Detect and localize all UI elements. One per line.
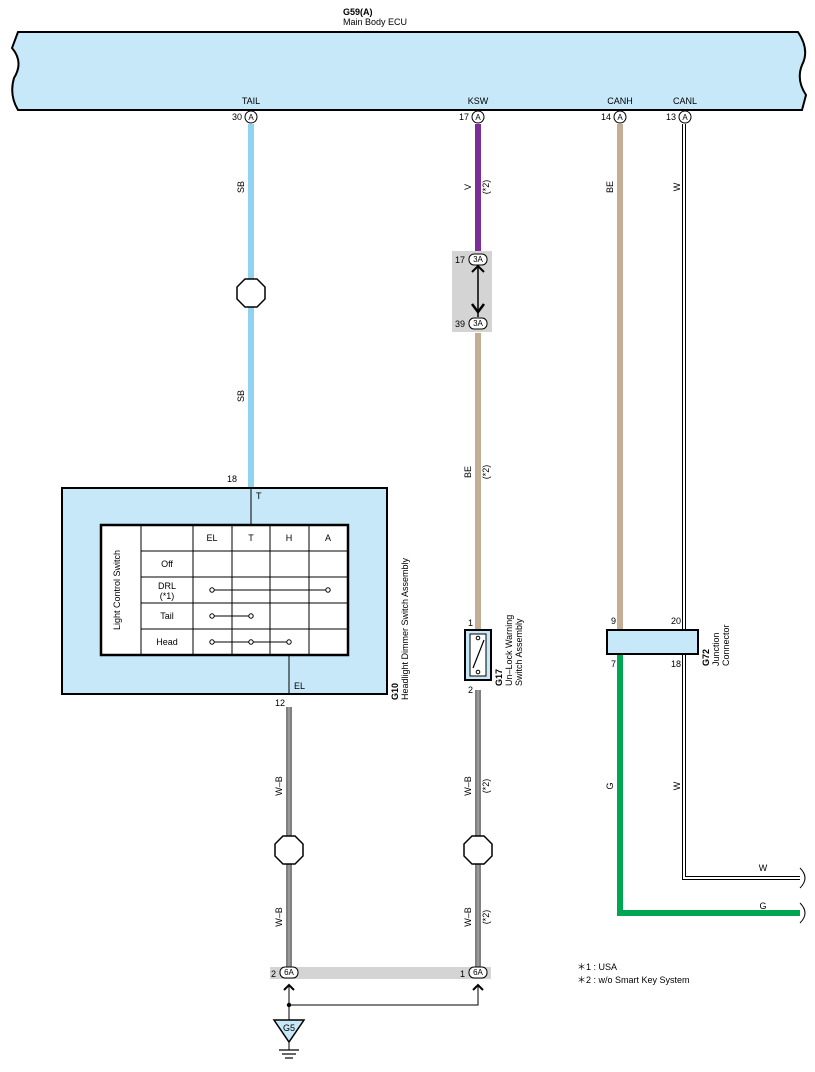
unlock-pin-top: 1 (468, 618, 473, 628)
wire-note-unlock-upper: (*2) (481, 779, 491, 794)
col-t: T (248, 533, 254, 543)
unlock-switch-code: G17 (494, 669, 504, 686)
ground-g5: G5 (272, 1019, 306, 1059)
wire-w-lower-core (683, 654, 800, 879)
ecu-signal-ksw: KSW (468, 96, 489, 106)
inline-connector-3a: 3A 17 3A 39 (452, 251, 492, 332)
svg-text:6A: 6A (284, 968, 294, 977)
ecu-name: Main Body ECU (343, 17, 407, 27)
ecu-pin-canl: A 13 (666, 110, 692, 124)
switch-table-title-line1: Light Control Switch (112, 550, 122, 630)
headlight-switch-code: G10 (390, 683, 400, 700)
ecu-code: G59(A) (343, 7, 373, 17)
svg-text:6A: 6A (473, 968, 483, 977)
junction-name-2: Connector (721, 624, 731, 666)
headlight-switch-name: Headlight Dimmer Switch Assembly (400, 557, 410, 700)
junction-name-1: Junction (711, 632, 721, 666)
junction-code: G72 (701, 649, 711, 666)
ground-connector-6a: 6A 2 6A 1 (270, 966, 491, 1020)
svg-text:A: A (475, 113, 481, 122)
unlock-warning-switch: 1 2 (464, 618, 492, 695)
svg-text:A: A (682, 113, 688, 122)
wire-break-g (799, 902, 806, 924)
terminal-t: T (256, 491, 262, 501)
wire-code-tail-lower: SB (236, 390, 246, 402)
splice-octagon-el (274, 835, 304, 865)
wire-code-el-upper: W–B (274, 776, 284, 796)
row-off: Off (161, 559, 173, 569)
wire-note-ksw-upper: (*2) (481, 180, 491, 195)
wire-code-canl: W (672, 182, 682, 191)
svg-text:14: 14 (601, 112, 611, 122)
svg-text:G5: G5 (283, 1023, 295, 1033)
row-drl: DRL (158, 581, 176, 591)
ecu-body (10, 31, 808, 111)
wire-code-w-out: W (759, 863, 768, 873)
ecu-signal-canl: CANL (673, 96, 697, 106)
unlock-switch-name-2: Switch Assembly (514, 618, 524, 686)
splice-octagon-tail (236, 278, 266, 308)
note-1: ＊1 : USA (577, 962, 617, 972)
wire-code-unlock-lower: W–B (463, 907, 473, 927)
wire-note-ksw-lower: (*2) (481, 465, 491, 480)
col-h: H (286, 533, 293, 543)
note-2: ＊2 : w/o Smart Key System (577, 975, 690, 985)
wire-g-lower (617, 654, 800, 916)
svg-text:A: A (617, 113, 623, 122)
wire-code-ksw-lower: BE (463, 466, 473, 478)
junction-pin-bl: 7 (611, 659, 616, 669)
ecu-pin-tail: A 30 (232, 110, 258, 124)
pin-el-number: 12 (275, 698, 285, 708)
wire-break-w (799, 867, 806, 889)
svg-text:13: 13 (666, 112, 676, 122)
wire-code-unlock-upper: W–B (463, 776, 473, 796)
svg-text:A: A (248, 113, 254, 122)
junction-pin-br: 18 (671, 659, 681, 669)
wire-code-canh-lower: G (605, 782, 615, 789)
col-el: EL (206, 533, 217, 543)
unlock-switch-name-1: Un–Lock Warning (504, 615, 514, 686)
row-tail: Tail (160, 611, 174, 621)
row-head: Head (156, 637, 178, 647)
wire-code-tail-upper: SB (236, 181, 246, 193)
ecu-signal-canh: CANH (607, 96, 633, 106)
wire-code-ksw-upper: V (463, 184, 473, 190)
ecu-pin-canh: A 14 (601, 110, 627, 124)
ecu-pin-ksw: A 17 (459, 110, 485, 124)
svg-text:17: 17 (459, 112, 469, 122)
pin-t-number: 18 (227, 474, 237, 484)
wire-code-canl-lower: W (672, 781, 682, 790)
svg-text:2: 2 (271, 969, 276, 979)
wire-code-g-out: G (759, 901, 766, 911)
svg-text:3A: 3A (473, 319, 483, 328)
junction-connector: 9 20 7 18 (606, 616, 699, 669)
ecu-signal-tail: TAIL (242, 96, 260, 106)
svg-text:3A: 3A (473, 255, 483, 264)
svg-text:1: 1 (460, 969, 465, 979)
splice-octagon-unlock (463, 835, 493, 865)
headlight-dimmer-switch: 18 T EL 12 Light Control Switch EL T H A… (61, 474, 388, 708)
svg-text:30: 30 (232, 112, 242, 122)
wire-note-unlock-lower: (*2) (481, 910, 491, 925)
wire-w-lower (682, 654, 800, 880)
svg-text:17: 17 (455, 255, 465, 265)
row-drl-note: (*1) (160, 591, 175, 601)
svg-text:39: 39 (455, 319, 465, 329)
wire-code-canh: BE (605, 181, 615, 193)
wire-code-el-lower: W–B (274, 907, 284, 927)
junction-pin-tr: 20 (671, 616, 681, 626)
terminal-el: EL (294, 681, 305, 691)
col-a: A (325, 533, 331, 543)
junction-pin-tl: 9 (611, 616, 616, 626)
unlock-pin-bottom: 2 (468, 685, 473, 695)
